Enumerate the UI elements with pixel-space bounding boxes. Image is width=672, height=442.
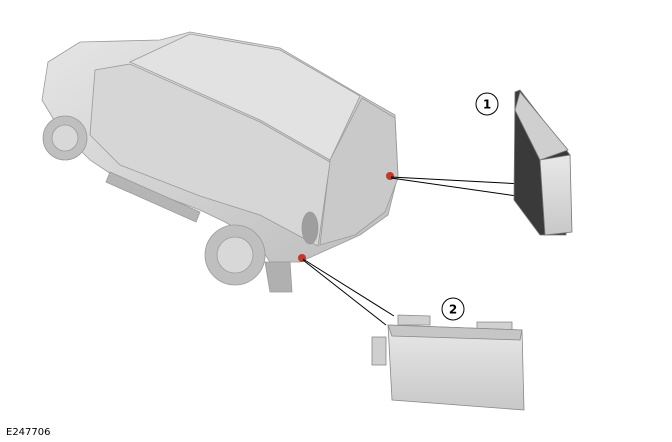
mud-flap: [264, 261, 293, 293]
module-2: [371, 314, 525, 411]
front-wheel-hub: [51, 124, 79, 152]
leader-lines: [302, 176, 525, 326]
callout-1: 1: [475, 92, 499, 116]
callout-2: 2: [441, 297, 465, 321]
figure-id-label: E247706: [6, 427, 51, 438]
callout-2-number: 2: [449, 303, 457, 317]
module-1: [513, 89, 573, 236]
rear-light: [301, 211, 319, 245]
vehicle-roof: [129, 33, 361, 161]
vehicle-side: [89, 63, 331, 247]
rear-wheel-hub: [216, 236, 254, 274]
vehicle: [41, 31, 399, 293]
vehicle-rear: [319, 97, 399, 246]
location-marker-1: [386, 172, 394, 180]
callout-1-number: 1: [483, 98, 491, 112]
side-step: [105, 171, 201, 223]
